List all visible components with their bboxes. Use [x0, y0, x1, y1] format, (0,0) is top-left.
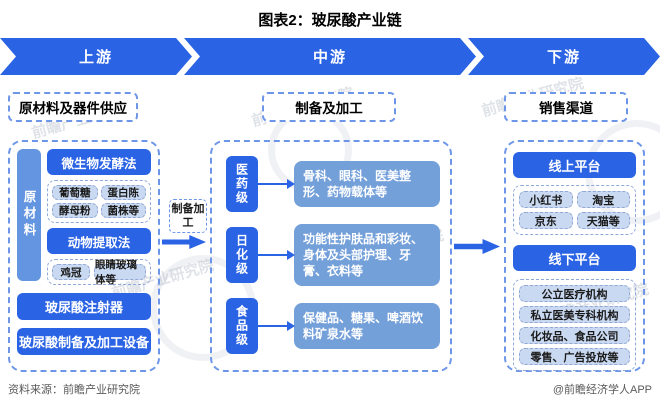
credit-note: @前瞻经济学人APP: [552, 384, 652, 396]
connector-arrow-icon: [258, 179, 295, 189]
upstream-header: 原材料及器件供应: [8, 92, 138, 122]
method-stack: 微生物发酵法 葡萄糖 蛋白陈 酵母粉 菌株等 动物提取法 鸡冠 眼睛玻璃体等: [47, 149, 151, 286]
online-platform-box: 线上平台: [513, 152, 636, 178]
offline-platform-box: 线下平台: [513, 245, 636, 271]
grade-row-food: 食品级 保健品、糖果、啤酒饮料矿泉水等: [226, 298, 450, 354]
chip: 酵母粉: [52, 203, 98, 218]
chip: 鸡冠: [52, 264, 90, 280]
upstream-container: 原材料 微生物发酵法 葡萄糖 蛋白陈 酵母粉 菌株等 动物提取法 鸡冠 眼睛玻璃…: [8, 140, 160, 372]
midstream-to-downstream-arrow: [454, 239, 500, 254]
method-box-fermentation: 微生物发酵法: [47, 149, 151, 175]
grade-row-daily-chemical: 日化级 功能性护肤品和彩妆、身体及头部护理、牙膏、衣料等: [226, 223, 450, 287]
grade-box-medical: 医药级: [226, 156, 258, 212]
midstream-container: 医药级 骨科、眼科、医美整形、药物载体等 日化级 功能性护肤品和彩妆、身体及头部…: [210, 140, 452, 372]
downstream-header: 销售渠道: [504, 92, 628, 122]
banner-segment-midstream: 中游: [184, 38, 476, 75]
fermentation-chips: 葡萄糖 蛋白陈 酵母粉 菌株等: [47, 180, 151, 223]
online-platform-chips: 小红书 淘宝 京东 天猫等: [513, 185, 636, 235]
chip: 公立医疗机构: [519, 285, 630, 302]
upstream-to-midstream-arrow: [162, 235, 206, 249]
chip: 零售、广告投放等: [519, 348, 630, 365]
grade-box-food: 食品级: [226, 298, 258, 354]
chip: 蛋白陈: [100, 185, 146, 200]
method-box-animal-extraction: 动物提取法: [47, 228, 151, 254]
raw-material-section: 原材料 微生物发酵法 葡萄糖 蛋白陈 酵母粉 菌株等 动物提取法 鸡冠 眼睛玻璃…: [17, 149, 151, 286]
grade-row-medical: 医药级 骨科、眼科、医美整形、药物载体等: [226, 156, 450, 212]
chip: 淘宝: [576, 191, 630, 208]
midstream-header: 制备及加工: [262, 92, 396, 122]
chip: 私立医美专科机构: [519, 306, 630, 323]
chip: 眼睛玻璃体等: [94, 259, 146, 286]
chip: 天猫等: [576, 212, 630, 229]
grade-box-daily-chemical: 日化级: [226, 227, 258, 283]
daily-chemical-applications: 功能性护肤品和彩妆、身体及头部护理、牙膏、衣料等: [294, 223, 440, 287]
process-arrow-label: 制备加工: [169, 199, 207, 233]
animal-extraction-chips: 鸡冠 眼睛玻璃体等: [47, 259, 151, 286]
raw-material-side-label: 原材料: [17, 149, 41, 281]
page-title: 图表2：玻尿酸产业链: [258, 12, 402, 29]
connector-arrow-icon: [258, 250, 295, 260]
food-applications: 保健品、糖果、啤酒饮料矿泉水等: [294, 302, 440, 350]
connector-arrow-icon: [258, 321, 295, 331]
medical-applications: 骨科、眼科、医美整形、药物载体等: [294, 160, 440, 208]
chip: 京东: [519, 212, 573, 229]
banner-segment-upstream: 上游: [0, 38, 192, 75]
chip: 菌株等: [100, 203, 146, 218]
source-note: 资料来源：前瞻产业研究院: [8, 384, 140, 396]
equipment-box-injector: 玻尿酸注射器: [17, 293, 151, 320]
chip: 葡萄糖: [52, 185, 98, 200]
equipment-box-processing: 玻尿酸制备及加工设备: [17, 328, 151, 355]
chip: 小红书: [519, 191, 573, 208]
downstream-container: 线上平台 小红书 淘宝 京东 天猫等 线下平台 公立医疗机构 私立医美专科机构 …: [504, 140, 645, 372]
offline-platform-chips: 公立医疗机构 私立医美专科机构 化妆品、食品公司 零售、广告投放等: [513, 279, 636, 371]
banner-segment-downstream: 下游: [468, 38, 660, 75]
chip: 化妆品、食品公司: [519, 327, 630, 344]
